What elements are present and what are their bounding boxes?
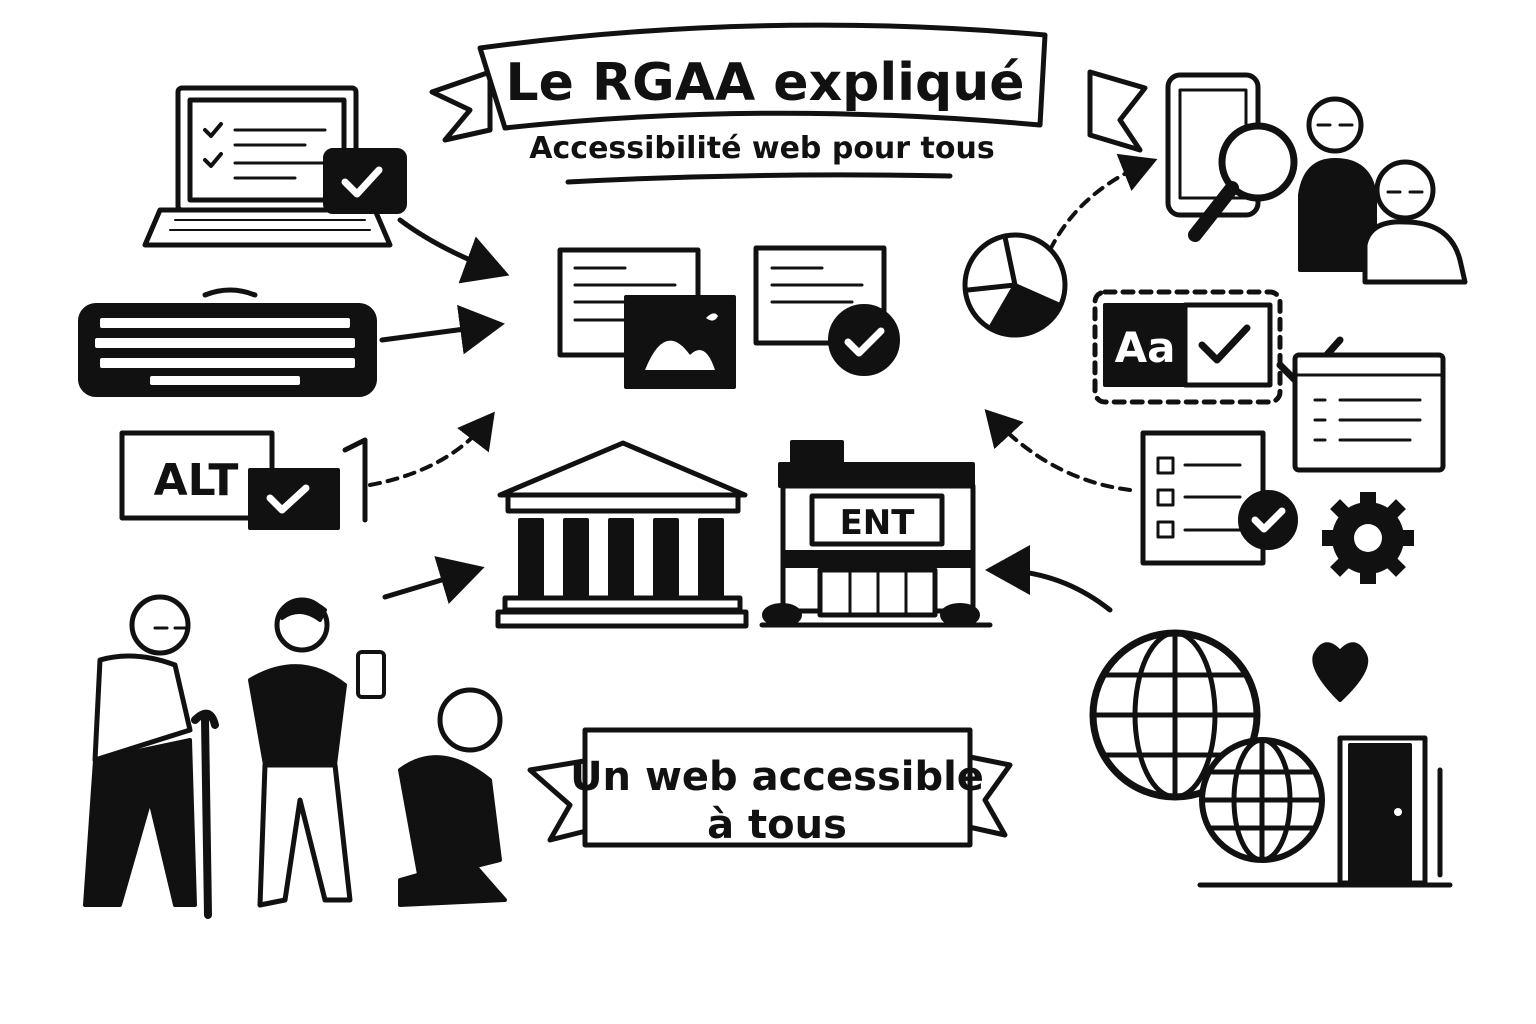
title-banner: Le RGAA expliqué Accessibilité web pour … [429,22,1148,185]
laptop-checklist-icon [142,85,407,248]
documents-icon [557,245,900,389]
alt-label: ALT [154,455,239,506]
keyboard-icon [78,287,377,397]
title: Le RGAA expliqué [505,53,1024,113]
diverse-users-illustration [83,594,507,919]
font-size-card: Aa [1092,289,1283,405]
pie-chart-icon [962,232,1068,338]
arrow-keyboard [379,304,505,355]
bottom-banner-line1: Un web accessible [570,754,984,800]
arrow-people [382,556,485,605]
arrow-alt [368,411,495,487]
arrow-pie-to-phone [1048,153,1158,252]
globe-heart-door-icon [1089,629,1453,888]
arrow-globe [985,545,1113,613]
window-checklist-icon [1276,336,1446,473]
subtitle: Accessibilité web pour tous [529,131,994,166]
government-building-icon [495,440,749,629]
phone-magnifier-icon [1165,72,1298,242]
alt-text-card: ALT [119,430,368,530]
ent-label: ENT [840,503,916,543]
checklist-gear-icon [1140,430,1414,584]
bottom-banner-line2: à tous [707,802,847,848]
ent-school-building-icon: ENT [759,440,993,628]
arrow-laptop [397,217,510,284]
elderly-couple-icon [1298,96,1468,285]
font-card-label: Aa [1115,323,1176,372]
arrow-checklist [984,409,1132,492]
bottom-banner: Un web accessible à tous [527,727,1013,848]
